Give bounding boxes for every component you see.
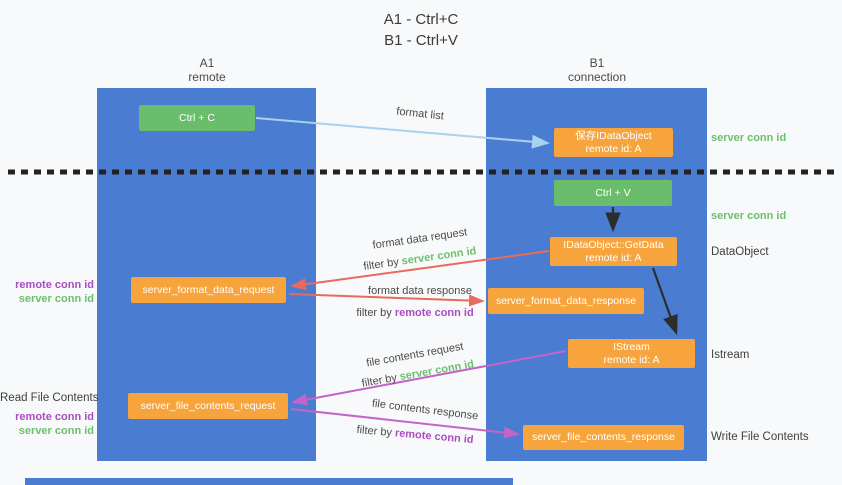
lane-b1-role: connection	[567, 70, 627, 84]
arrow-format-list	[255, 117, 550, 149]
node-ctrl-c-label: Ctrl + C	[179, 111, 215, 124]
flow-label-format-data-response-text: format data response	[368, 285, 472, 297]
node-getdata: IDataObject::GetData remote id: A	[550, 237, 677, 266]
node-server-file-contents-response: server_file_contents_response	[523, 425, 684, 450]
node-ctrl-v-label: Ctrl + V	[595, 186, 631, 199]
side-label-server-conn-id-top: server conn id	[711, 132, 787, 144]
side-label-write-file-contents: Write File Contents	[711, 431, 809, 443]
node-save-dataobject: 保存IDataObject remote id: A	[554, 128, 673, 157]
lane-a1-role: remote	[188, 70, 226, 84]
title-line-2: B1 - Ctrl+V	[384, 32, 458, 49]
node-getdata-line1: IDataObject::GetData	[563, 238, 664, 251]
flow-label-format-data-response: format data response	[355, 285, 485, 298]
node-istream-line2: remote id: A	[603, 353, 660, 366]
node-server-file-contents-response-label: server_file_contents_response	[531, 431, 675, 443]
side-label-istream: Istream	[711, 349, 750, 361]
bottom-lane-fragment	[25, 478, 513, 485]
node-getdata-line2: remote id: A	[585, 251, 642, 264]
arrow-format-data-request	[290, 250, 550, 291]
lane-b1-name: B1	[589, 56, 605, 70]
remote-conn-id-text-1: remote conn id	[394, 307, 474, 319]
diagram-title: A1 - Ctrl+C B1 - Ctrl+V	[0, 9, 842, 51]
lane-a1-name: A1	[199, 56, 215, 70]
filter-by-text-2: filter by	[356, 307, 392, 319]
node-server-format-data-response: server_format_data_response	[488, 288, 644, 314]
node-server-format-data-request-label: server_format_data_request	[142, 283, 275, 296]
side-label-remote-conn-id-2: remote conn id	[15, 411, 94, 423]
side-label-read-file-contents: Read File Contents	[0, 392, 99, 404]
side-label-dataobject: DataObject	[711, 246, 769, 258]
lane-a1-header: A1 remote	[147, 56, 267, 84]
filter-by-text-4: filter by	[356, 423, 393, 439]
node-save-dataobject-line2: remote id: A	[585, 142, 642, 155]
node-server-file-contents-request-label: server_file_contents_request	[140, 399, 276, 412]
lane-b1-header: B1 connection	[537, 56, 657, 84]
node-server-file-contents-request: server_file_contents_request	[128, 393, 288, 419]
node-server-format-data-request: server_format_data_request	[131, 277, 286, 303]
arrow-getdata-to-istream	[651, 267, 678, 336]
title-line-1: A1 - Ctrl+C	[383, 11, 459, 28]
side-label-server-conn-id-1: server conn id	[18, 293, 94, 305]
node-ctrl-v: Ctrl + V	[554, 180, 672, 206]
node-istream-line1: IStream	[613, 340, 650, 353]
arrow-file-contents-request	[291, 350, 567, 406]
node-istream: IStream remote id: A	[568, 339, 695, 368]
node-server-format-data-response-label: server_format_data_response	[495, 294, 637, 307]
side-label-server-conn-id-2: server conn id	[18, 425, 94, 437]
arrow-format-data-response	[288, 293, 485, 307]
flow-label-filter-remote-conn-1: filter by remote conn id	[340, 307, 490, 320]
node-ctrl-c: Ctrl + C	[139, 105, 255, 131]
side-label-remote-conn-id-1: remote conn id	[15, 279, 94, 291]
arrow-file-contents-response	[290, 408, 520, 439]
side-label-server-conn-id-mid: server conn id	[711, 210, 787, 222]
node-save-dataobject-line1: 保存IDataObject	[575, 129, 652, 142]
